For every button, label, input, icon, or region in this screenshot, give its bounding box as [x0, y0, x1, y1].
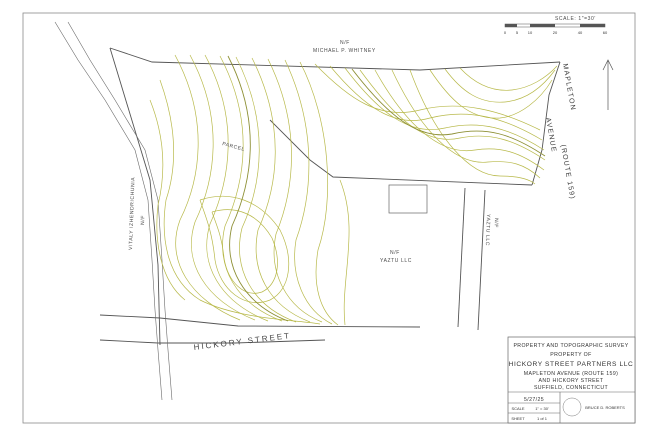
north-owner-nf: N/F — [340, 40, 350, 46]
north-owner-name: MICHAEL P. WHITNEY — [313, 48, 376, 54]
sheet-border — [22, 12, 636, 424]
title-date: 5/27/25 — [524, 397, 544, 403]
parcel-label: PARCEL — [221, 141, 245, 153]
west-road — [54, 21, 173, 401]
scale-tick: 5 — [516, 30, 519, 35]
north-arrow-icon — [602, 59, 614, 110]
center-owner-nf: N/F — [390, 250, 400, 256]
title-line-5: AND HICKORY STREET — [539, 378, 604, 384]
hickory-street-label: HICKORY STREET — [193, 331, 291, 352]
scale-tick: 20 — [553, 30, 558, 35]
east-owner-name: YAZTU LLC — [484, 214, 491, 246]
scale-tick: 40 — [578, 30, 583, 35]
scale-tick: 10 — [528, 30, 533, 35]
title-scale-value: 1" = 30' — [535, 406, 549, 411]
avenue-label: AVENUE — [544, 117, 557, 153]
title-scale-label: SCALE — [511, 406, 524, 411]
surveyor-name: BRUCE D. ROBERTS — [585, 405, 625, 410]
route-label: (ROUTE 159) — [559, 144, 576, 200]
scale-bar: SCALE: 1"=30' 0 5 10 20 40 60 — [504, 16, 608, 35]
title-line-1: PROPERTY AND TOPOGRAPHIC SURVEY — [513, 343, 628, 349]
scale-title: SCALE: 1"=30' — [555, 16, 596, 22]
title-sheet-label: SHEET — [511, 416, 525, 421]
scale-tick: 60 — [603, 30, 608, 35]
index-contours — [227, 55, 546, 322]
title-block: PROPERTY AND TOPOGRAPHIC SURVEY PROPERTY… — [507, 336, 636, 424]
scale-tick: 0 — [504, 30, 507, 35]
building-footprint — [388, 184, 428, 214]
contour-lines — [149, 54, 558, 326]
surveyor-seal-icon — [562, 397, 582, 417]
center-owner-name: YAZTU LLC — [380, 258, 412, 264]
title-line-2: PROPERTY OF — [550, 352, 591, 358]
title-sheet-value: 1 of 1 — [537, 416, 548, 421]
west-owner-name: VITALY IZHENDRICHUNIA — [128, 177, 137, 250]
west-owner-nf: N/F — [140, 215, 146, 225]
east-owner-nf: N/F — [493, 218, 499, 228]
title-line-6: SUFFIELD, CONNECTICUT — [534, 385, 609, 391]
property-boundary — [99, 47, 561, 346]
mapleton-label: MAPLETON — [561, 63, 576, 111]
title-owner: HICKORY STREET PARTNERS LLC — [509, 361, 634, 368]
title-line-4: MAPLETON AVENUE (ROUTE 159) — [524, 371, 619, 377]
